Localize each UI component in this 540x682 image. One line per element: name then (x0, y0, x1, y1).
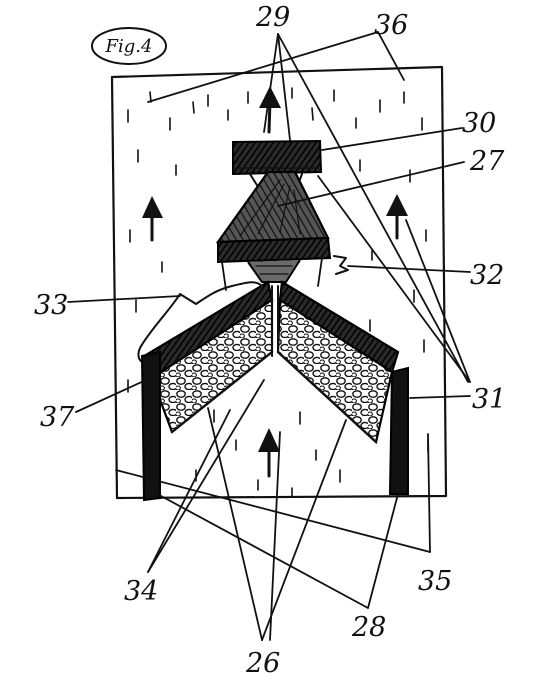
nozzle-neck (221, 257, 323, 291)
leader-37 (75, 379, 147, 413)
figure-title-oval (91, 27, 167, 65)
label-33: 33 (34, 290, 68, 321)
reference-labels: 29 36 30 27 32 33 31 37 35 34 28 26 (34, 2, 506, 679)
label-36: 36 (374, 10, 408, 41)
bracket-32 (333, 255, 349, 275)
conical-hood (215, 170, 330, 244)
leader-31a (405, 219, 471, 383)
label-27: 27 (469, 146, 505, 177)
label-32: 32 (470, 260, 504, 291)
leader-29c (277, 33, 469, 383)
leader-36b (377, 31, 405, 81)
top-cap-block (232, 139, 323, 176)
label-30: 30 (462, 108, 496, 139)
leader-28b (367, 493, 399, 609)
leader-35a (115, 469, 431, 553)
leader-33 (67, 295, 181, 303)
right-filter-wing (276, 280, 400, 445)
label-31: 31 (472, 384, 506, 415)
leader-31b (317, 175, 471, 383)
leader-30 (321, 127, 463, 151)
center-split (271, 285, 279, 357)
leader-34b (147, 409, 231, 573)
leader-36a (147, 31, 379, 103)
housing-box (110, 65, 448, 500)
leader-27 (277, 161, 465, 207)
arrow-up-bottom (258, 428, 280, 478)
leader-26b (261, 419, 347, 641)
figure-title: Fig.4 (105, 36, 153, 57)
leader-29a (263, 33, 279, 133)
label-34: 34 (124, 576, 158, 607)
leader-29b (277, 33, 291, 141)
label-35: 35 (418, 566, 452, 597)
flow-arrows (142, 86, 408, 478)
collar-band (217, 236, 332, 264)
right-side-bar (388, 366, 409, 495)
leader-31c (409, 395, 471, 399)
leader-lines (67, 31, 471, 641)
figure-title-group: Fig.4 (91, 27, 167, 65)
arrow-up-left (142, 196, 163, 242)
left-side-bar (140, 350, 161, 502)
leader-34a (147, 379, 265, 573)
label-37: 37 (40, 402, 75, 433)
leader-26c (269, 431, 281, 641)
leader-35b (427, 433, 431, 553)
label-26: 26 (245, 648, 280, 679)
leader-32 (347, 265, 471, 273)
leader-26a (207, 407, 263, 641)
label-29: 29 (255, 2, 290, 33)
arrow-up-top (259, 86, 281, 134)
label-28: 28 (351, 612, 386, 643)
arrow-up-right (386, 194, 408, 240)
leader-28a (149, 489, 369, 609)
